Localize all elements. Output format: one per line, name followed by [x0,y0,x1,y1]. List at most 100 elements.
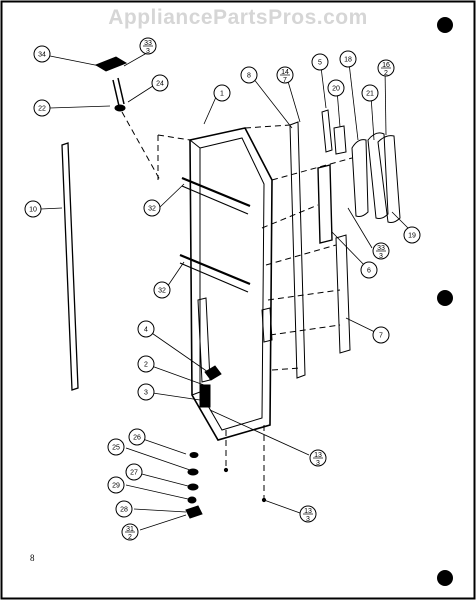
callout-circle [107,476,125,494]
callout-circle [115,500,133,518]
callout-c21: 21 [361,84,379,102]
callout-circle [125,463,143,481]
callout-circle [403,226,421,244]
callout-denominator: 2 [128,534,132,541]
callout-circle [128,428,146,446]
callout-label: 19 [408,233,416,240]
callout-c34: 34 [33,45,51,63]
callout-circle [153,281,171,299]
callout-c4: 4 [137,320,155,338]
callout-c25: 25 [107,438,125,456]
callout-label: 27 [130,470,138,477]
callout-circle [339,50,357,68]
callout-c16: 162 [377,59,395,77]
callout-c31: 312 [121,523,139,541]
callout-circle [151,74,169,92]
registration-dot [437,290,453,306]
callout-circle [143,199,161,217]
callout-c33a: 333 [139,37,157,55]
callout-denominator: 3 [316,460,320,467]
callout-denominator: 3 [146,48,150,55]
registration-dot [437,570,453,586]
trim-pieces [197,109,401,383]
callout-label: 22 [38,106,46,113]
registration-dot [437,17,453,33]
callout-c10: 10 [24,200,42,218]
callout-circle [33,45,51,63]
callout-c13a: 133 [309,449,327,467]
callout-c14: 147 [276,66,294,84]
callout-denominator: 2 [384,70,388,77]
callout-c2: 2 [137,355,155,373]
callout-label: 6 [367,268,371,275]
callout-c32b: 32 [153,281,171,299]
watermark: AppliancePartsPros.com [108,6,368,29]
callout-numerator: 31 [126,526,134,533]
callout-label: 8 [247,73,251,80]
callout-label: 3 [144,390,148,397]
callout-c33b: 333 [372,242,390,260]
callout-label: 2 [144,362,148,369]
callout-numerator: 33 [144,40,152,47]
callout-circle [213,84,231,102]
callout-c24: 24 [151,74,169,92]
callout-label: 24 [156,81,164,88]
callout-circle [372,326,390,344]
callout-c27: 27 [125,463,143,481]
callout-label: 10 [29,207,37,214]
callout-c1: 1 [213,84,231,102]
callout-c13b: 133 [299,505,317,523]
callout-label: 7 [379,333,383,340]
callout-label: 25 [112,445,120,452]
callout-c19: 19 [403,226,421,244]
callout-numerator: 13 [314,452,322,459]
callout-denominator: 3 [306,516,310,523]
leader-lines [40,49,413,531]
callout-c20: 20 [327,79,345,97]
callout-c5: 5 [311,53,329,71]
page-number: 8 [30,553,35,563]
gasket-strip [61,142,79,391]
callout-label: 1 [220,91,224,98]
callout-label: 5 [318,60,322,67]
callout-label: 20 [332,86,340,93]
callout-c29: 29 [107,476,125,494]
callout-label: 34 [38,52,46,59]
callout-circle [24,200,42,218]
callout-label: 32 [158,288,166,295]
callout-numerator: 16 [382,62,390,69]
callout-circle [137,383,155,401]
callout-circle [311,53,329,71]
callout-c28: 28 [115,500,133,518]
callout-c3: 3 [137,383,155,401]
callout-label: 18 [344,57,352,64]
callout-c6: 6 [360,261,378,279]
callout-label: 21 [366,91,374,98]
alignment-lines [121,111,353,500]
callout-c8: 8 [240,66,258,84]
callout-circle [327,79,345,97]
callout-numerator: 33 [377,245,385,252]
callout-label: 4 [144,327,148,334]
handle-bars [179,176,251,293]
top-hinge [94,56,128,112]
callout-numerator: 13 [304,508,312,515]
callout-label: 32 [148,206,156,213]
callout-c18: 18 [339,50,357,68]
callout-label: 26 [133,435,141,442]
bottom-hinge [185,365,267,519]
callout-circle [33,99,51,117]
callout-c32a: 32 [143,199,161,217]
callout-circle [361,84,379,102]
callout-label: 28 [120,507,128,514]
callout-c7: 7 [372,326,390,344]
callout-label: 29 [112,483,120,490]
callout-circle [107,438,125,456]
callout-denominator: 7 [283,77,287,84]
callout-circle [137,355,155,373]
callout-circle [240,66,258,84]
